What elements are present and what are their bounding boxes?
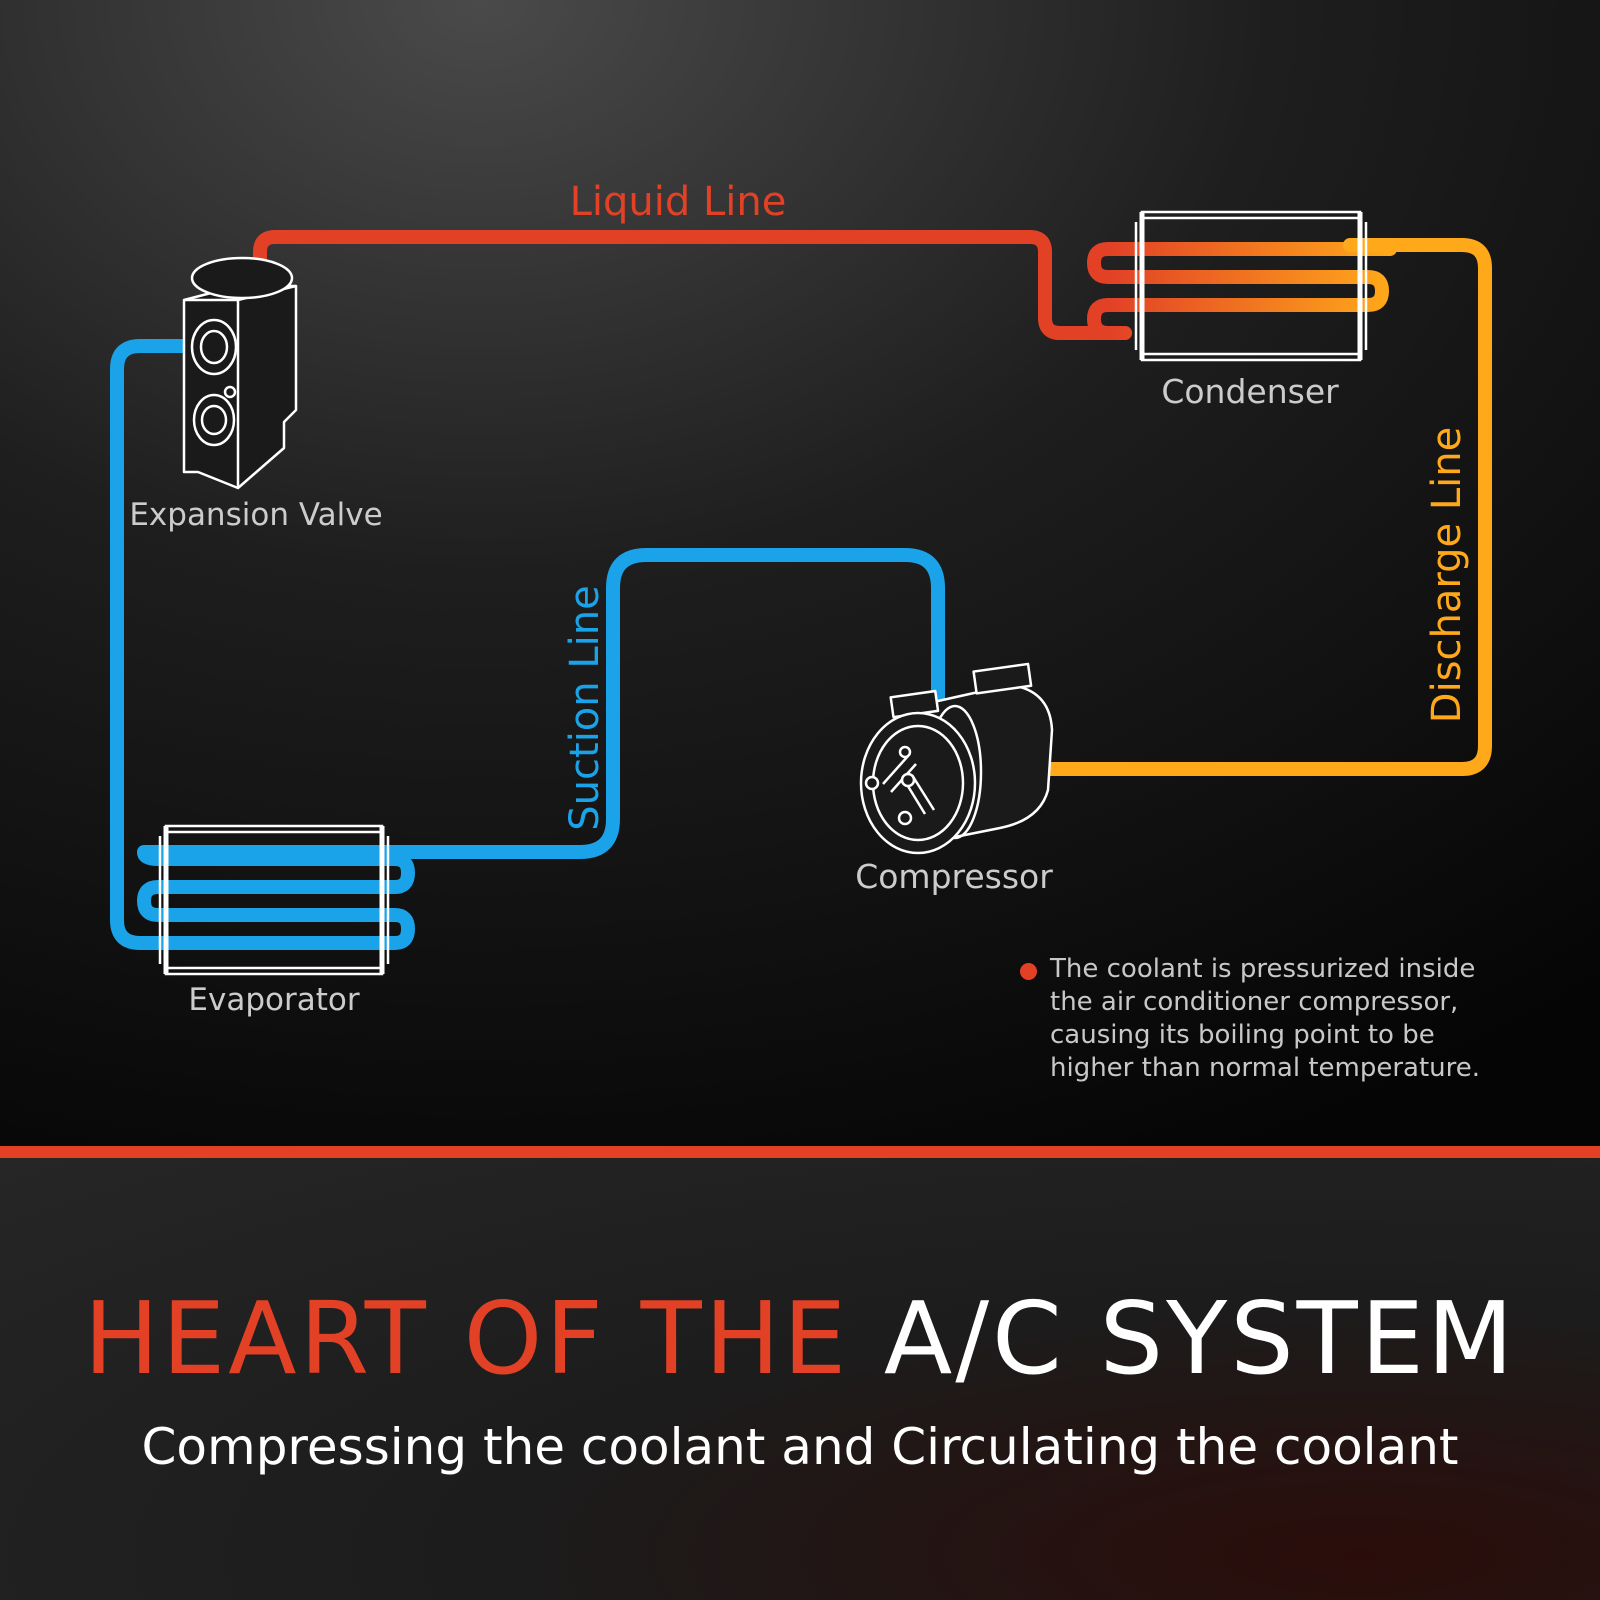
subtitle: Compressing the coolant and Circulating … [141, 1418, 1459, 1476]
bullet-dot [1020, 963, 1037, 980]
discharge-line-pipe [1023, 238, 1492, 776]
divider-bar [0, 1146, 1600, 1160]
compressor-icon [859, 662, 1054, 855]
evaporator-label: Evaporator [188, 982, 359, 1018]
evaporator-icon [158, 824, 390, 976]
suction-line-label: Suction Line [562, 585, 608, 830]
note-text: The coolant is pressurized inside the ai… [1050, 954, 1481, 1083]
evaporator-coil [137, 845, 415, 950]
condenser-coil [1087, 242, 1397, 340]
liquid-line-pipe [253, 230, 1132, 340]
headline-part-red: HEART OF THE [83, 1280, 884, 1397]
evaporator-feed-pipe [110, 339, 392, 950]
liquid-line-label: Liquid Line [570, 179, 787, 225]
title-banner [0, 1158, 1600, 1600]
suction-line-pipe [373, 548, 945, 859]
diagram-background [0, 0, 1600, 1160]
expansion-valve-label: Expansion Valve [129, 497, 382, 533]
discharge-line-label: Discharge Line [1424, 427, 1470, 723]
expansion-valve-icon [182, 256, 298, 490]
ac-cycle-diagram: Liquid Line Condenser Expansion Valve Co… [0, 0, 1600, 1160]
condenser-label: Condenser [1161, 372, 1339, 411]
headline: HEART OF THE A/C SYSTEM [0, 1280, 1600, 1397]
condenser-icon [1134, 210, 1368, 362]
compressor-label: Compressor [855, 857, 1053, 896]
headline-part-white: A/C SYSTEM [883, 1280, 1517, 1397]
